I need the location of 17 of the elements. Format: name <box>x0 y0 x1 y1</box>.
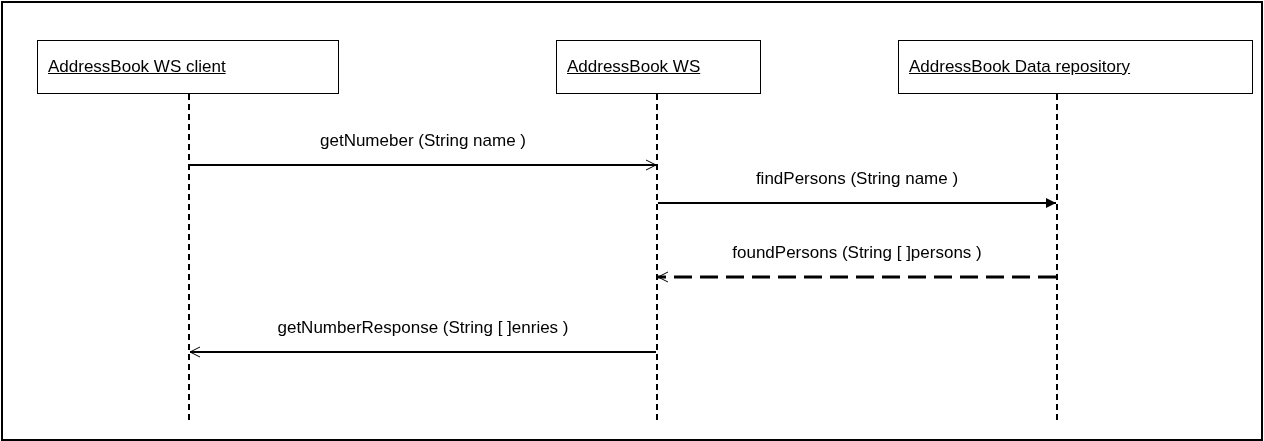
return-message-arrow <box>657 271 1056 283</box>
edge-label: getNumeber (String name ) <box>318 131 528 151</box>
edge-label: foundPersons (String [ ]persons ) <box>730 243 984 263</box>
participant-name: AddressBook WS client <box>48 57 226 77</box>
message-arrow <box>189 346 657 358</box>
lifeline <box>188 94 190 420</box>
lifeline <box>1056 94 1058 420</box>
edge-label: findPersons (String name ) <box>753 169 961 189</box>
participant-box <box>898 40 1253 94</box>
edge-label: getNumberResponse (String [ ]enries ) <box>275 318 571 338</box>
participant-name: AddressBook Data repository <box>909 57 1131 77</box>
participant-box <box>37 40 339 94</box>
message-arrow <box>189 159 657 171</box>
lifeline <box>656 94 658 420</box>
participant-name: AddressBook WS <box>567 57 701 77</box>
participant-box <box>556 40 761 94</box>
message-arrow <box>657 198 1057 208</box>
